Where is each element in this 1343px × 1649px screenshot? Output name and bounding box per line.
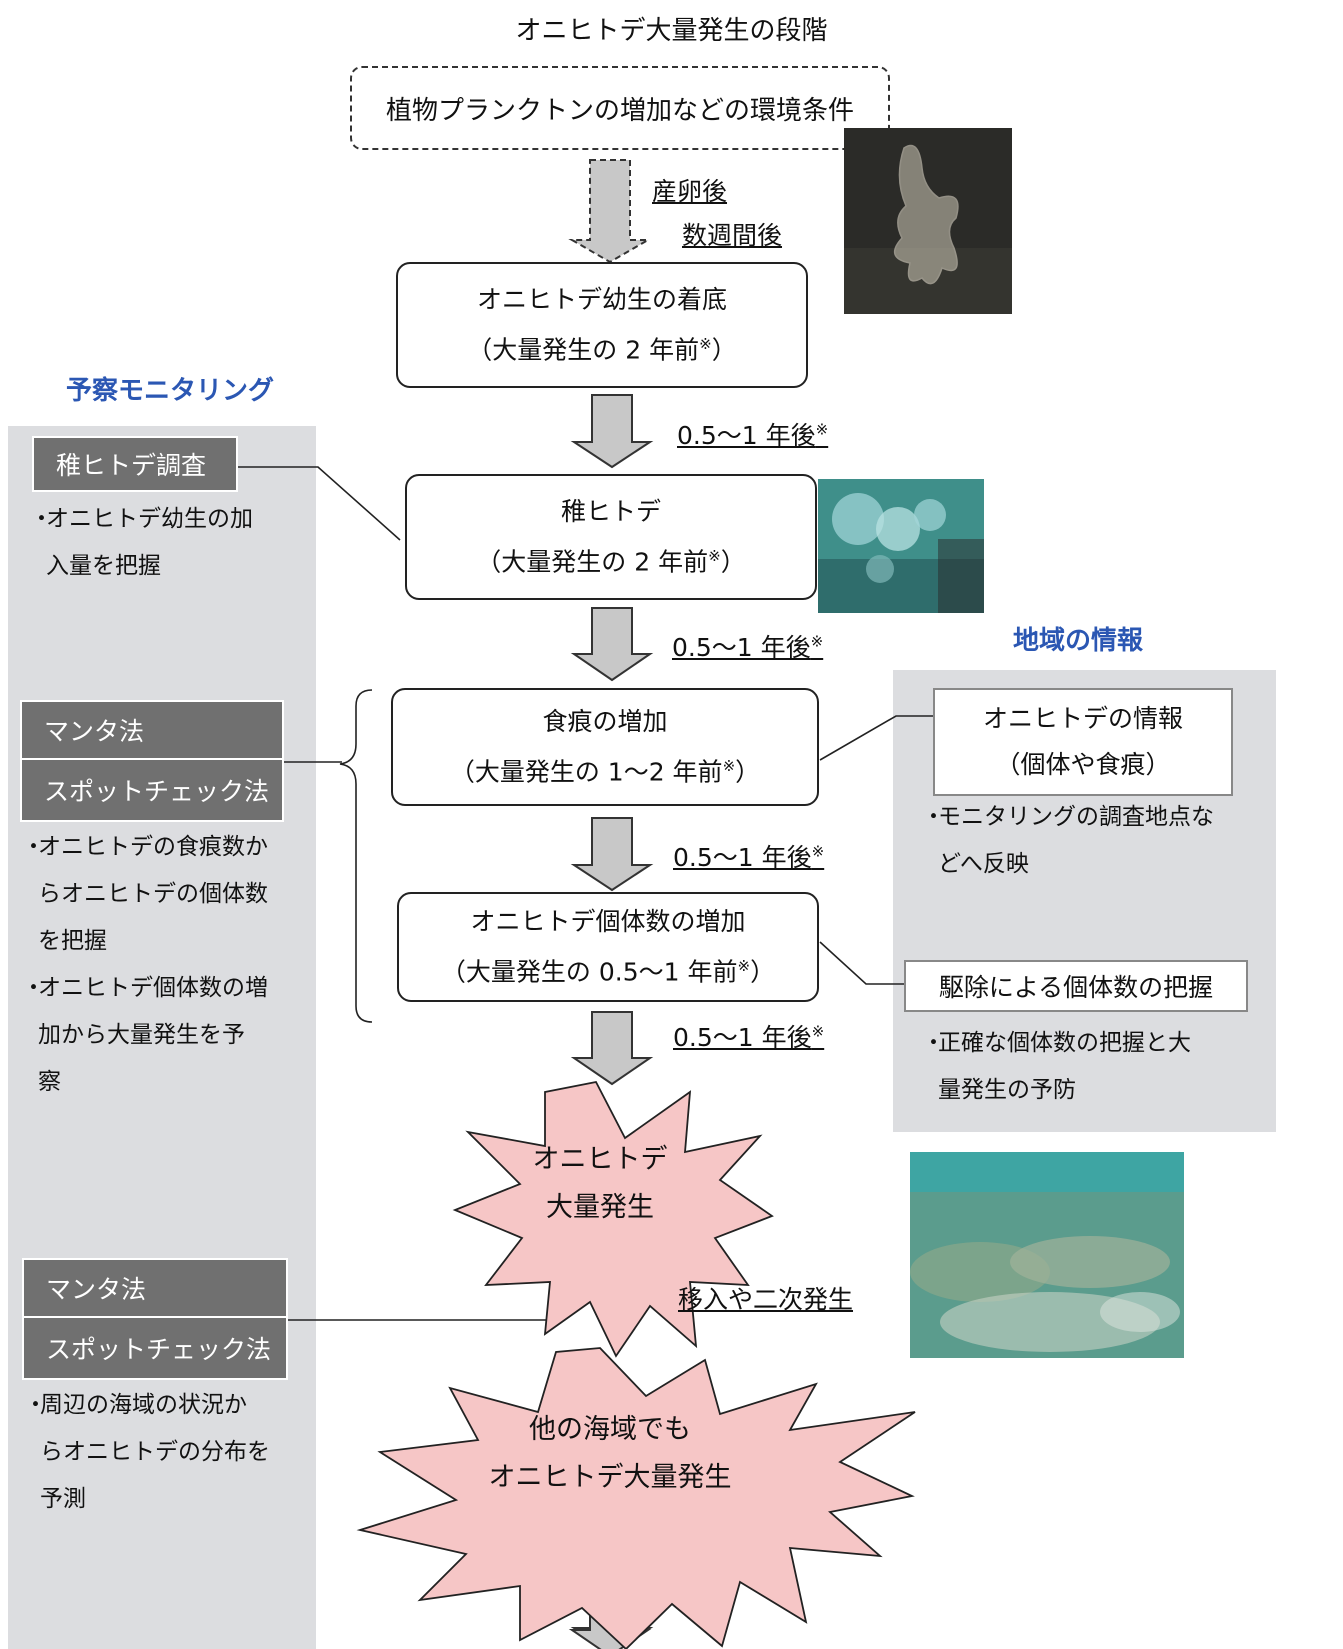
stage-feeding-scars: 食痕の増加 （大量発生の 1〜2 年前※） [391, 688, 819, 806]
label-step4: 0.5〜1 年後※ [673, 1022, 825, 1052]
bottom-manta-method-label: マンタ法 [22, 1258, 288, 1318]
stage-juvenile: 稚ヒトデ （大量発生の 2 年前※） [405, 474, 817, 600]
arrow-step3 [570, 817, 654, 892]
outbreak-text: オニヒトデ大量発生 [532, 1144, 668, 1223]
label-spawn: 産卵後 [652, 177, 728, 206]
label-step2: 0.5〜1 年後※ [672, 632, 824, 662]
stage-title: オニヒトデ個体数の増加 [470, 906, 746, 936]
removal-count-box: 駆除による個体数の把握 [904, 960, 1248, 1012]
arrow-step4 [570, 1011, 654, 1086]
removal-note: ・正確な個体数の把握と大 量発生の予防 [922, 1030, 1191, 1103]
stage-larval-settlement: オニヒトデ幼生の着底 （大量発生の 2 年前※） [396, 262, 808, 388]
label-weeks: 数週間後 [682, 221, 783, 250]
label-step3: 0.5〜1 年後※ [673, 842, 825, 872]
crown-of-thorns-info-box: オニヒトデの情報 （個体や食痕） [933, 688, 1233, 796]
arrow-step2 [570, 607, 654, 682]
spread-burst [356, 1347, 916, 1649]
connector-juvenile [238, 466, 401, 541]
label-spread: 移入や二次発生 [678, 1285, 854, 1314]
stage-subtitle: （大量発生の 0.5〜1 年前※） [440, 956, 776, 987]
connector-removal [819, 941, 904, 985]
juvenile-starfish-photo [818, 479, 984, 613]
spread-outbreak-text: 他の海域でもオニヒトデ大量発生 [488, 1414, 732, 1493]
larva-photo [844, 128, 1012, 314]
diagram-title: オニヒトデ大量発生の段階 [515, 16, 828, 46]
stage-title: 食痕の増加 [542, 706, 668, 736]
manta-method-label: マンタ法 [20, 700, 284, 760]
juvenile-survey-label: 稚ヒトデ調査 [32, 436, 238, 492]
forecast-monitoring-panel [8, 426, 316, 1649]
stage-brace [339, 689, 373, 1023]
coral-reef-photo [910, 1152, 1184, 1358]
outbreak-burst [452, 1080, 774, 1358]
stage-title: オニヒトデ幼生の着底 [476, 284, 727, 314]
bottom-spotcheck-method-label: スポットチェック法 [22, 1316, 288, 1380]
stage-subtitle: （大量発生の 1〜2 年前※） [449, 756, 761, 787]
environment-condition-box: 植物プランクトンの増加などの環境条件 [350, 66, 890, 150]
stage-subtitle: （大量発生の 2 年前※） [467, 334, 737, 365]
forecast-monitoring-title: 予察モニタリング [66, 376, 275, 406]
info-note: ・モニタリングの調査地点な どへ反映 [922, 804, 1214, 877]
regional-info-title: 地域の情報 [1013, 626, 1144, 656]
label-step1: 0.5〜1 年後※ [677, 420, 829, 450]
manta-notes: ・オニヒトデの食痕数か らオニヒトデの個体数 を把握 ・オニヒトデ個体数の増 加… [22, 834, 268, 1095]
stage-subtitle: （大量発生の 2 年前※） [476, 546, 746, 577]
connector-info [819, 715, 933, 761]
stage-population-increase: オニヒトデ個体数の増加 （大量発生の 0.5〜1 年前※） [397, 892, 819, 1002]
environment-condition-text: 植物プランクトンの増加などの環境条件 [385, 95, 854, 126]
arrow-step1 [570, 394, 654, 469]
stage-title: 稚ヒトデ [560, 496, 661, 526]
bottom-method-note: ・周辺の海域の状況か らオニヒトデの分布を 予測 [24, 1392, 270, 1512]
spawn-arrow [568, 159, 652, 264]
spotcheck-method-label: スポットチェック法 [20, 758, 284, 822]
juvenile-survey-note: ・オニヒトデ幼生の加 入量を把握 [30, 506, 253, 579]
